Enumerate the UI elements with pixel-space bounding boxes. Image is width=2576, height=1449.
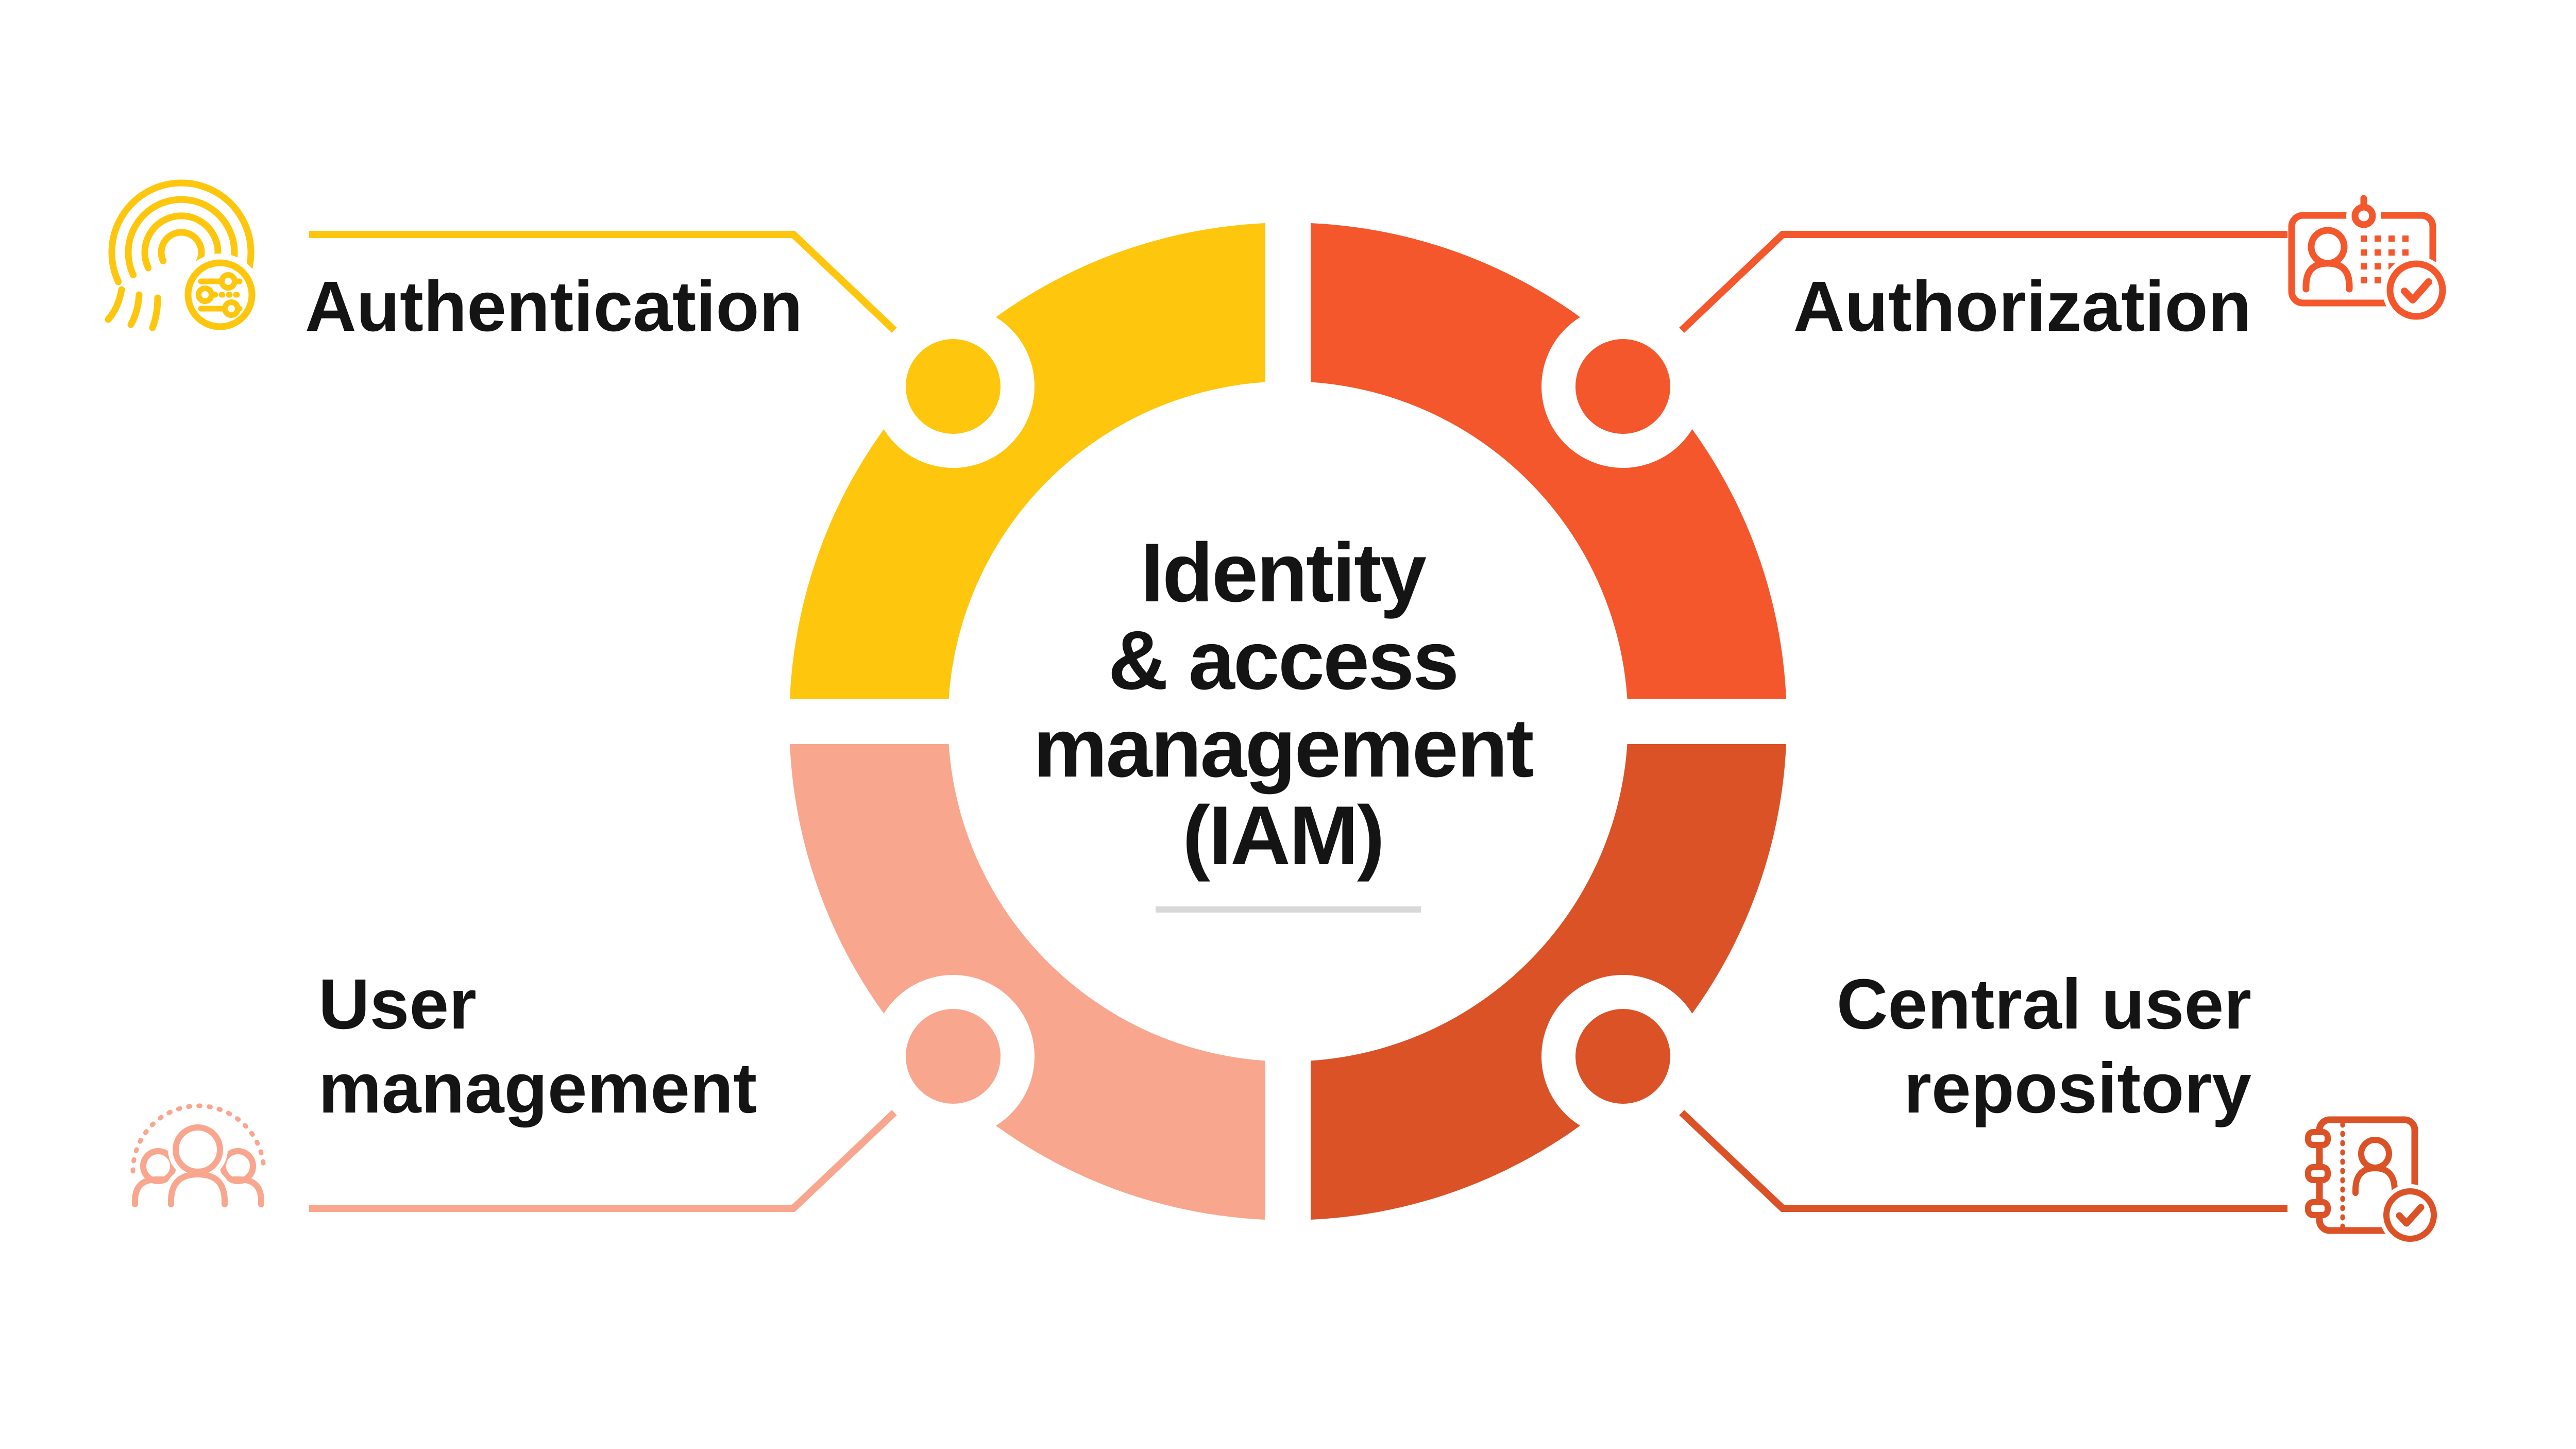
center-title-line-1: Identity [1140,526,1427,619]
label-central-user-repository-line-2: repository [1904,1049,2251,1128]
node-authorization [1541,305,1704,468]
address-book-check-icon [2305,1116,2441,1246]
fingerprint-settings-icon [105,179,261,336]
label-authorization: Authorization [1793,267,2251,346]
connector-authorization [1679,231,2287,333]
node-central-user-repository [1541,975,1704,1138]
id-badge-check-icon [2288,195,2450,324]
segment-authorization [1311,223,1786,699]
center-title-line-4: (IAM) [1182,789,1385,882]
label-authentication: Authentication [305,267,803,346]
title-underline [1156,906,1421,913]
label-central-user-repository-line-1: Central user [1836,965,2251,1044]
connector-user-management [309,1109,897,1212]
iam-ring [790,223,1786,1220]
segment-central-user-repository [1311,744,1786,1220]
label-user-management: User management [318,963,757,1131]
connector-authentication [309,231,897,333]
user-group-icon [130,1103,266,1212]
label-central-user-repository: Central user repository [1837,963,2251,1131]
connector-central-user-repository [1679,1109,2287,1212]
ring-nodes [872,305,1704,1138]
segment-authentication [790,223,1265,699]
connector-lines [309,231,2287,1212]
center-title-line-2: & access [1108,614,1460,707]
center-title-line-3: management [1033,701,1534,795]
label-user-management-line-2: management [318,1049,757,1128]
center-title: Identity & access management (IAM) [1033,526,1534,882]
node-authentication [872,305,1035,468]
node-user-management [872,975,1035,1138]
segment-user-management [790,744,1265,1220]
label-user-management-line-1: User [318,965,477,1044]
